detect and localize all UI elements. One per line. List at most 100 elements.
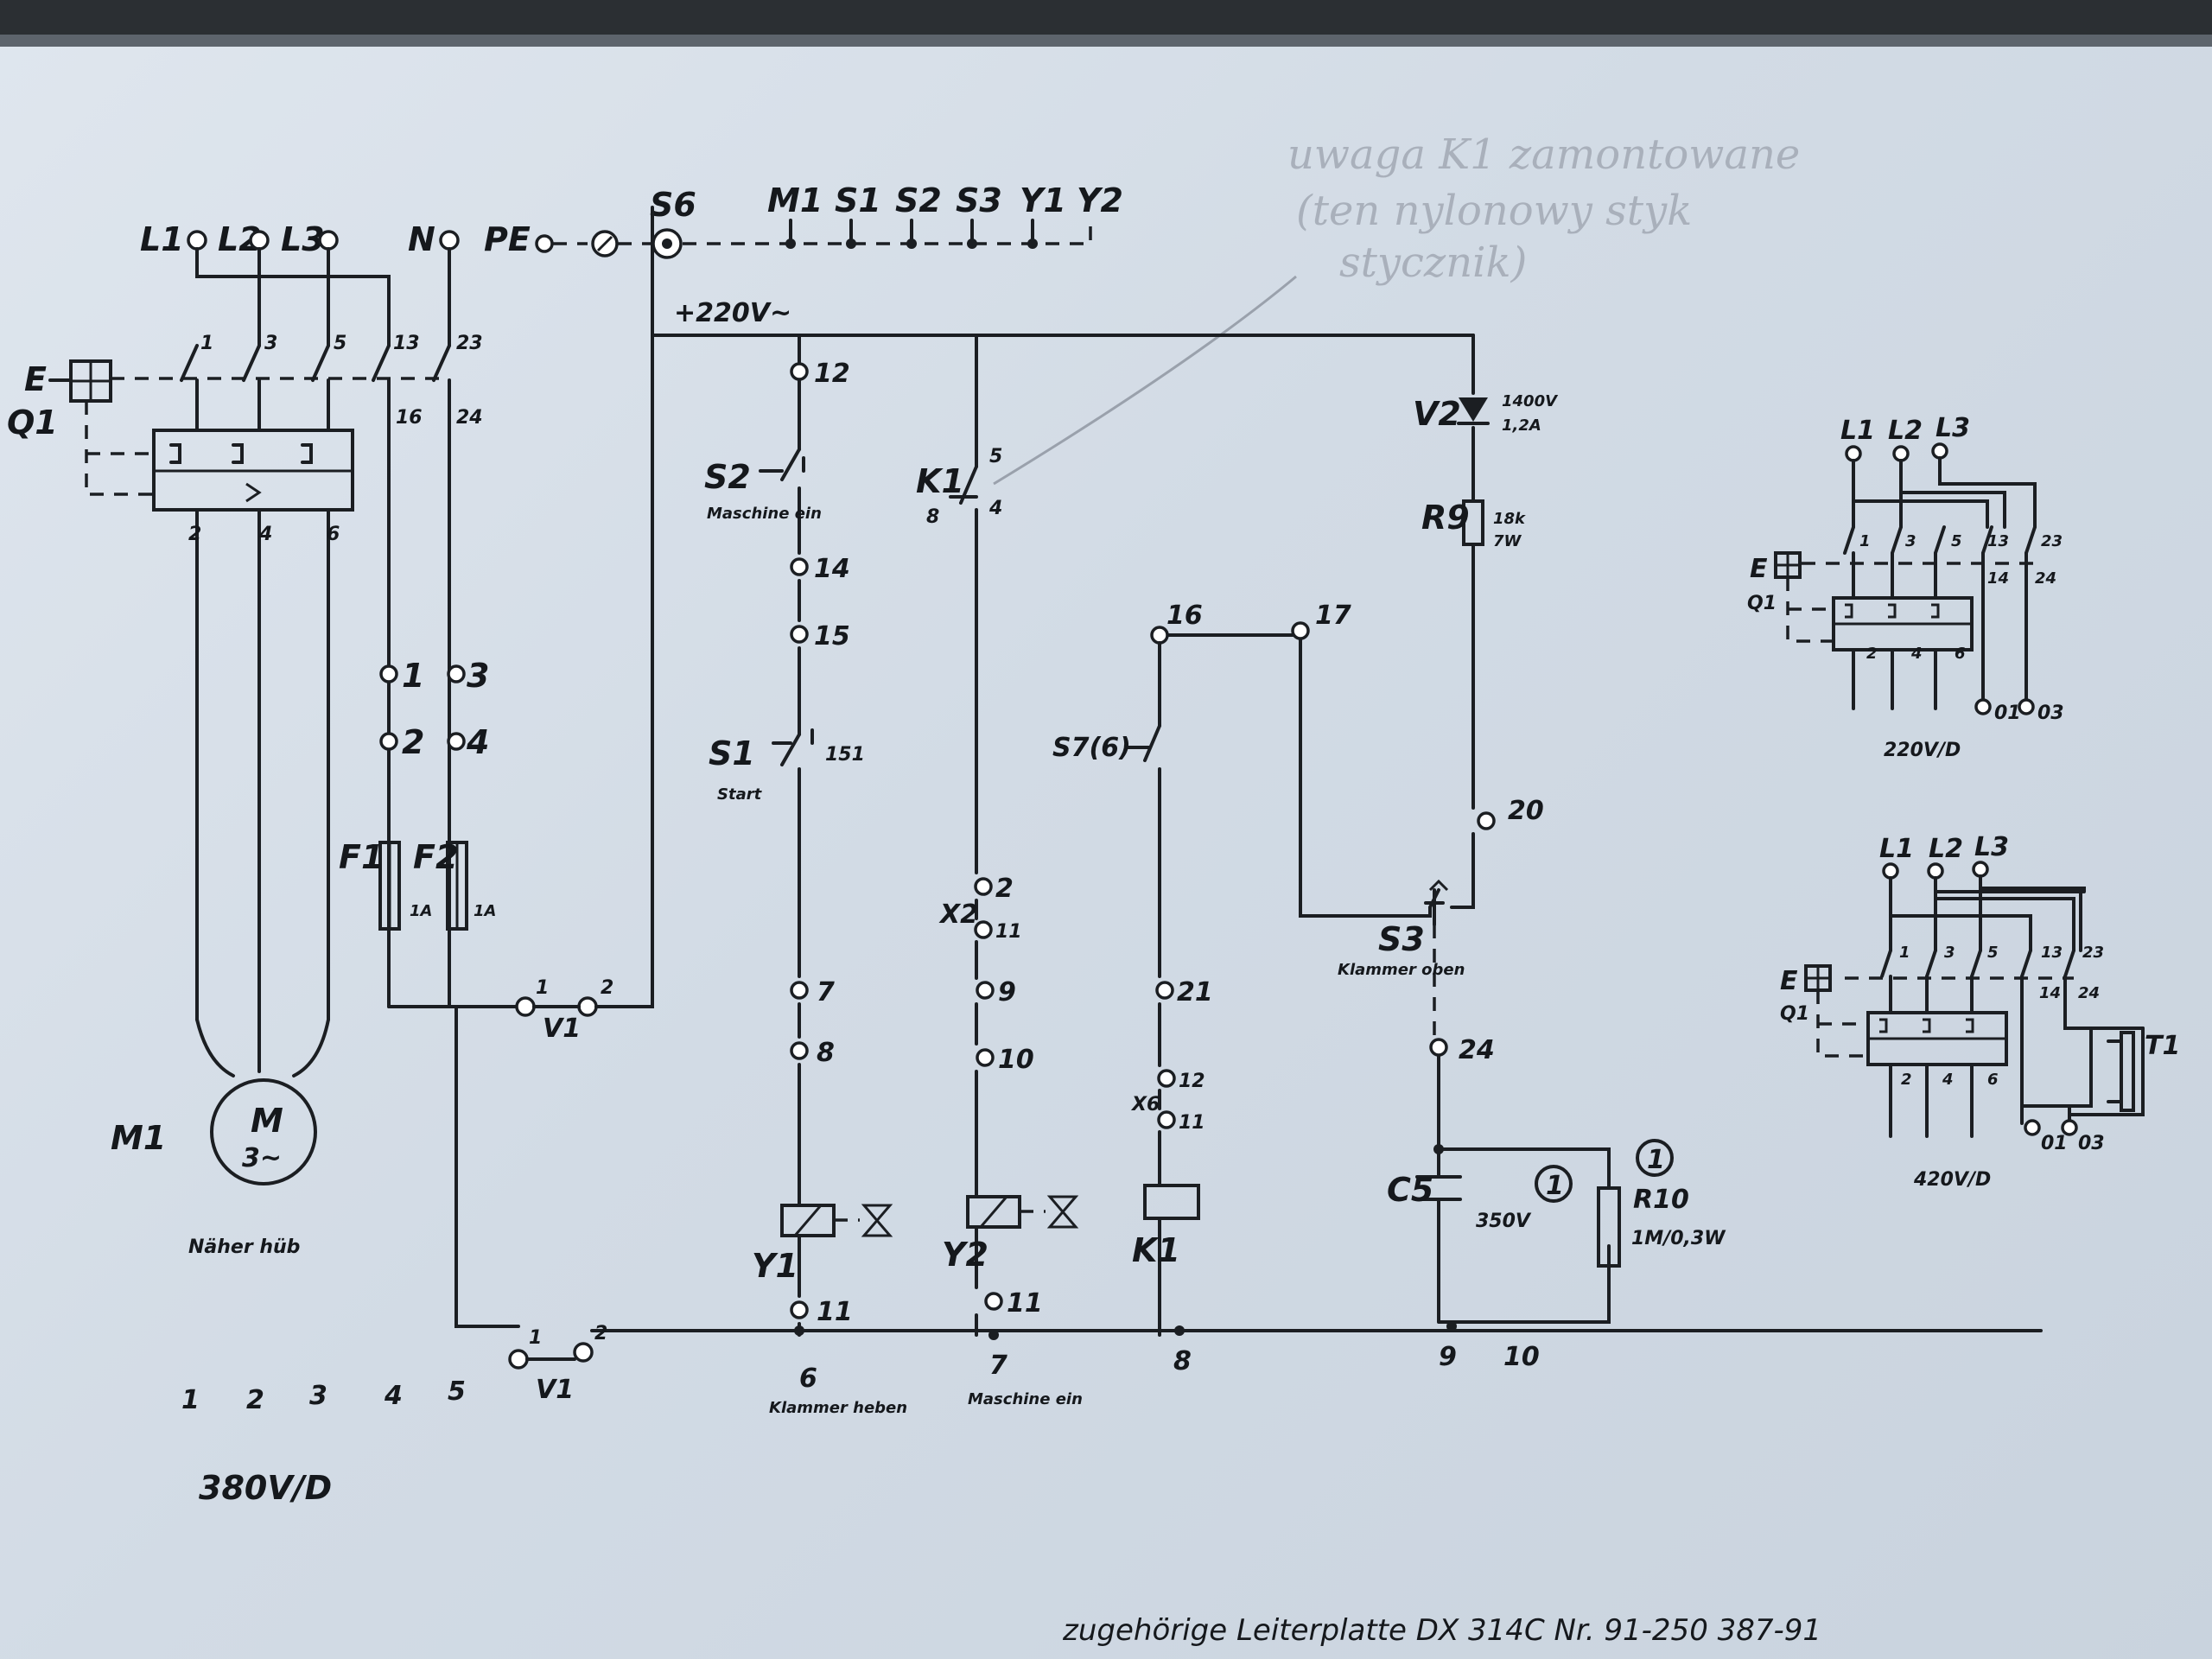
v1-bottom-pin-2: 2 <box>594 1323 607 1344</box>
bottom-terminal-1: 1 <box>181 1385 200 1415</box>
estop-cross <box>71 361 111 401</box>
label-L1: L1 <box>140 220 184 258</box>
label-V1-top: V1 <box>543 1014 581 1044</box>
q1-relay-arrow <box>245 482 262 503</box>
fuse-F1-rating: 1A <box>410 902 432 920</box>
bottom-terminal-6: 6 <box>799 1363 817 1394</box>
inset1-estop-cross <box>1776 553 1800 577</box>
c5-r10-parallel <box>1437 1054 1611 1324</box>
label-E: E <box>24 360 47 398</box>
bus-node-5 <box>1027 238 1038 249</box>
right-chain-upper-wire <box>1450 334 1475 909</box>
inset2-motor-leads <box>1889 1063 1974 1138</box>
bottom-terminal-9: 9 <box>1439 1342 1457 1372</box>
fuse-filaments <box>388 842 459 929</box>
node-151-label: 151 <box>825 744 865 766</box>
q1-contact-1: 1 <box>200 333 213 354</box>
node-11a <box>790 1300 809 1319</box>
bus-node-4 <box>967 238 977 249</box>
r9-power: 7W <box>1493 532 1522 550</box>
inset2-transformer <box>2120 1031 2135 1112</box>
node-c5-top <box>1433 1144 1444 1154</box>
fuse-terminal-4 <box>447 732 466 751</box>
inset1-L1: L1 <box>1840 416 1875 446</box>
label-X2: X2 <box>938 899 978 930</box>
inset2-out-2: 2 <box>1901 1071 1912 1089</box>
node-21-label: 21 <box>1177 977 1213 1007</box>
valve-Y1 <box>861 1204 893 1237</box>
inset2-T1: T1 <box>2145 1031 2180 1061</box>
pencil-note: uwaga K1 zamontowane (ten nylonowy styk … <box>993 130 1800 486</box>
inset2-pin-23: 23 <box>2082 944 2104 962</box>
v1-top-terminal-1 <box>515 996 536 1017</box>
inset2-terminal-03 <box>2061 1119 2078 1136</box>
s7-k1-chain: 16 17 S7(6) 21 12 11 X6 K1 <box>1052 601 1432 1337</box>
node-20-label: 20 <box>1508 796 1544 826</box>
v1-top-terminal-2 <box>577 996 598 1017</box>
r9-value: 18k <box>1493 510 1526 528</box>
inset2-jumpers-b <box>1889 887 2082 952</box>
node-10 <box>976 1048 995 1067</box>
bus-node-2 <box>846 238 856 249</box>
node-7 <box>790 981 809 1000</box>
inset2-out-4: 4 <box>1942 1071 1954 1089</box>
node-6-junction <box>794 1325 804 1336</box>
inset1-blades <box>1843 525 2037 555</box>
inset2-01: 01 <box>2041 1133 2068 1154</box>
inset2-Q1: Q1 <box>1780 1003 1809 1025</box>
inset2-L2: L2 <box>1929 834 1963 864</box>
bus-node-1 <box>785 238 796 249</box>
s7-loop-top <box>1158 633 1432 918</box>
node-14 <box>790 557 809 576</box>
label-K1-coil: K1 <box>1132 1231 1180 1269</box>
inset2-L1: L1 <box>1879 834 1914 864</box>
q1-switch-blades <box>180 344 451 382</box>
label-N: N <box>408 220 435 258</box>
label-S7: S7(6) <box>1052 733 1131 763</box>
top-bus-labels: M1 S1 S2 S3 Y1 Y2 <box>767 181 1123 249</box>
k1-pin-4: 4 <box>988 498 1002 519</box>
inset1-motor-leads <box>1852 648 1937 710</box>
left-control-chain: 12 S2 Maschine ein 14 15 S1 Start 151 7 … <box>704 334 893 1337</box>
node-10-label: 10 <box>998 1045 1034 1075</box>
inset1-outputs <box>1852 551 2028 702</box>
fuse-terminal-1 <box>379 664 398 683</box>
inset2-estop-cross <box>1806 966 1830 990</box>
inset2-pin-1: 1 <box>1899 944 1910 962</box>
bottom-terminal-2: 2 <box>246 1385 264 1415</box>
inset1-01: 01 <box>1994 702 2021 724</box>
note-marker-2-label: 1 <box>1647 1145 1665 1175</box>
s3-desc: Klammer oben <box>1338 961 1465 979</box>
v1-top-pin-2: 2 <box>601 977 613 999</box>
inset1-pin-23: 23 <box>2041 532 2063 550</box>
inset1-jumpers <box>1852 456 2037 529</box>
pe-bus <box>618 226 1092 245</box>
node-X2-11-label: 11 <box>995 921 1022 943</box>
q1-contact-3: 3 <box>264 333 277 354</box>
bottom-terminal-7: 7 <box>989 1351 1007 1381</box>
v1-bottom-pin-1: 1 <box>529 1327 542 1349</box>
v1-bottom-terminal-2 <box>573 1342 594 1363</box>
bottom-return-bus <box>454 1325 2043 1361</box>
q1-contact-5: 5 <box>334 333 346 354</box>
inset1-L2: L2 <box>1888 416 1923 446</box>
r10-value: 1M/0,3W <box>1631 1228 1726 1249</box>
node-21 <box>1155 981 1174 1000</box>
bottom-terminal-10: 10 <box>1503 1342 1540 1372</box>
inset1-Q1: Q1 <box>1747 593 1777 614</box>
bottom-terminal-6-desc: Klammer heben <box>769 1399 907 1417</box>
fuse-return-wires <box>387 1005 525 1328</box>
label-M1: M1 <box>111 1119 166 1157</box>
inset2-pin-13: 13 <box>2041 944 2063 962</box>
s3-switch <box>1424 888 1445 926</box>
inset2-caption: 420V/D <box>1913 1169 1991 1191</box>
node-11a-label: 11 <box>817 1297 853 1327</box>
voltage-main: 380V/D <box>199 1469 332 1507</box>
bottom-terminal-3: 3 <box>309 1381 327 1411</box>
fuse-terminal-1-label: 1 <box>402 657 424 695</box>
motor-symbol-circle <box>210 1078 317 1185</box>
inset2-pin-5: 5 <box>1987 944 1999 962</box>
inset1-caption: 220V/D <box>1884 740 1961 761</box>
inset1-terminal-L2 <box>1892 445 1910 462</box>
